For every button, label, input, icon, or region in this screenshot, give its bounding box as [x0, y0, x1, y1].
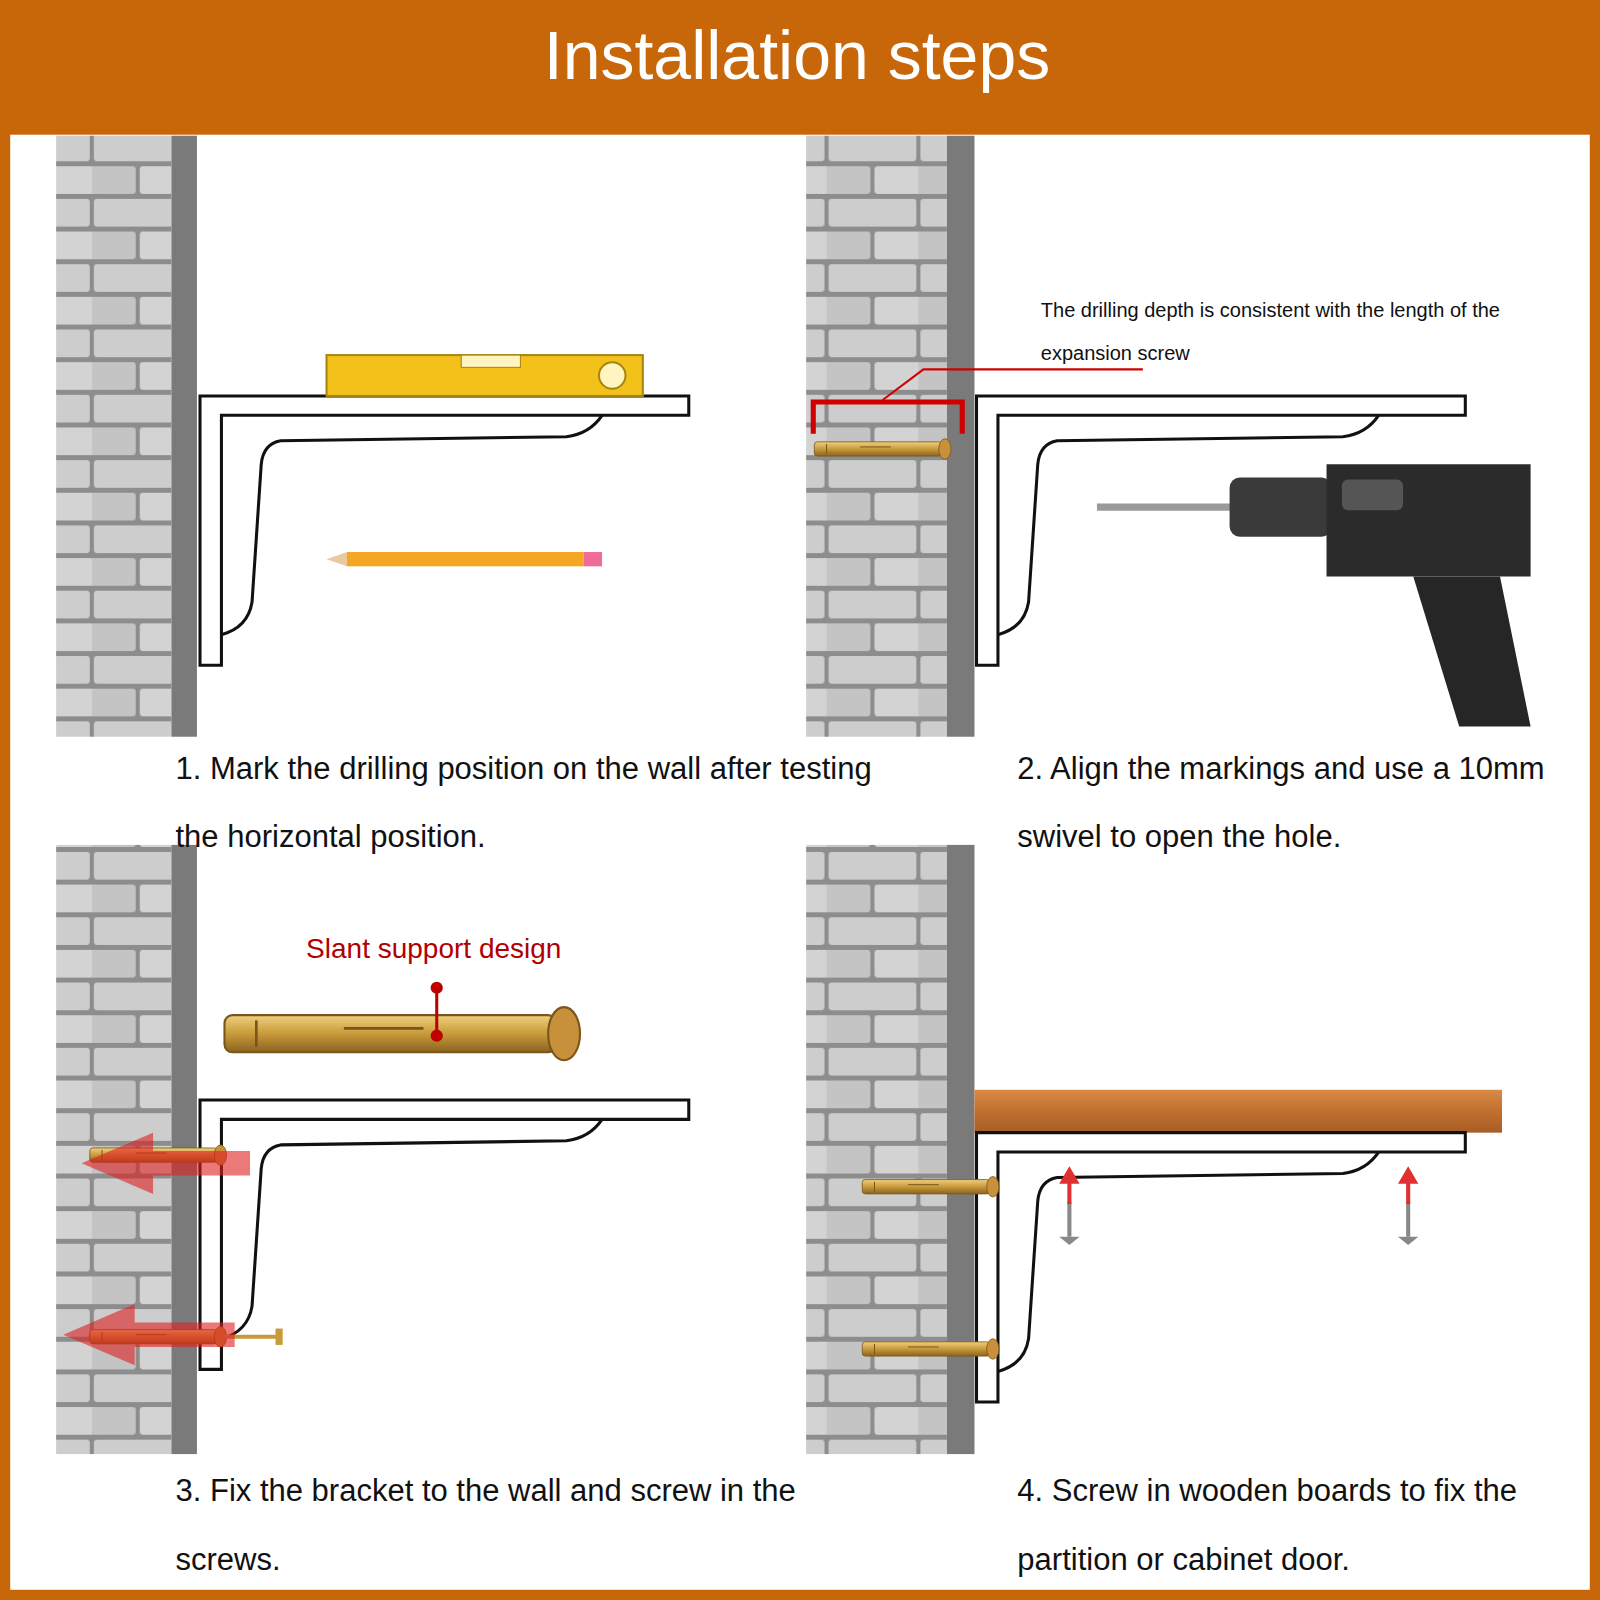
walls-part: [947, 136, 975, 737]
expansion-screw: [814, 439, 951, 459]
spirit-level-part: [599, 362, 626, 389]
step-caption: 1. Mark the drilling position on the wal…: [176, 735, 921, 872]
pencil-part: [327, 552, 347, 566]
spirit-level-part: [327, 355, 643, 396]
walls-part: [806, 845, 947, 1454]
pencil: [327, 552, 603, 566]
drill-depth-marker: [813, 369, 1143, 433]
panel-ground: [10, 135, 1590, 1590]
spirit-level-part: [461, 355, 520, 367]
walls-part: [806, 136, 947, 737]
slant-support-callout-part: [435, 988, 438, 1036]
anchors-step4-part: [862, 1177, 999, 1197]
step-caption: 4. Screw in wooden boards to fix the par…: [1017, 1457, 1573, 1594]
anchors-step3: [63, 1133, 282, 1366]
pencil-part: [347, 552, 584, 566]
anchors-step3-part: [82, 1133, 250, 1194]
slant-support-callout-part: [224, 1007, 580, 1060]
brackets-part: [977, 1133, 1466, 1402]
board-screws-part: [1059, 1237, 1079, 1245]
anchors-step4: [862, 1177, 999, 1360]
brackets-part: [200, 1100, 689, 1369]
walls: [56, 136, 974, 1454]
walls-part: [947, 845, 975, 1454]
spirit-level: [327, 355, 643, 396]
drill: [1097, 464, 1531, 726]
pencil-part: [584, 552, 602, 566]
drill-depth-marker-part: [813, 402, 962, 434]
drill-part: [1413, 577, 1530, 727]
drill-part: [1230, 478, 1332, 537]
slant-support-callout: [224, 982, 580, 1061]
board-screws-part: [1067, 1182, 1071, 1204]
board-screws-part: [1059, 1166, 1079, 1183]
brackets-part: [974, 1090, 1502, 1133]
drill-part: [1097, 504, 1235, 511]
anchors-step3-part: [276, 1329, 283, 1345]
brackets: [200, 396, 1502, 1402]
anchors-step3-part: [63, 1304, 234, 1365]
drill-part: [1342, 480, 1403, 511]
walls-part: [171, 136, 197, 737]
step-caption: 2. Align the markings and use a 10mm swi…: [1017, 735, 1573, 872]
board-screws-part: [1406, 1202, 1410, 1237]
drill-depth-marker-part: [883, 369, 1143, 400]
brackets-part: [200, 396, 689, 665]
drill-part: [1327, 464, 1531, 576]
board-screws-part: [1067, 1202, 1071, 1237]
callout-note: The drilling depth is consistent with th…: [1041, 289, 1551, 375]
anchors-step4-part: [862, 1339, 999, 1359]
board-screws-part: [1406, 1182, 1410, 1204]
board-screws-part: [1398, 1237, 1418, 1245]
callout-label: Slant support design: [306, 929, 633, 970]
walls-part: [56, 136, 171, 737]
board-screws-part: [1398, 1166, 1418, 1183]
board-screws: [1059, 1166, 1418, 1245]
step-caption: 3. Fix the bracket to the wall and screw…: [176, 1457, 809, 1594]
slant-support-callout-part: [431, 1030, 443, 1042]
title: Installation steps: [0, 18, 1594, 93]
